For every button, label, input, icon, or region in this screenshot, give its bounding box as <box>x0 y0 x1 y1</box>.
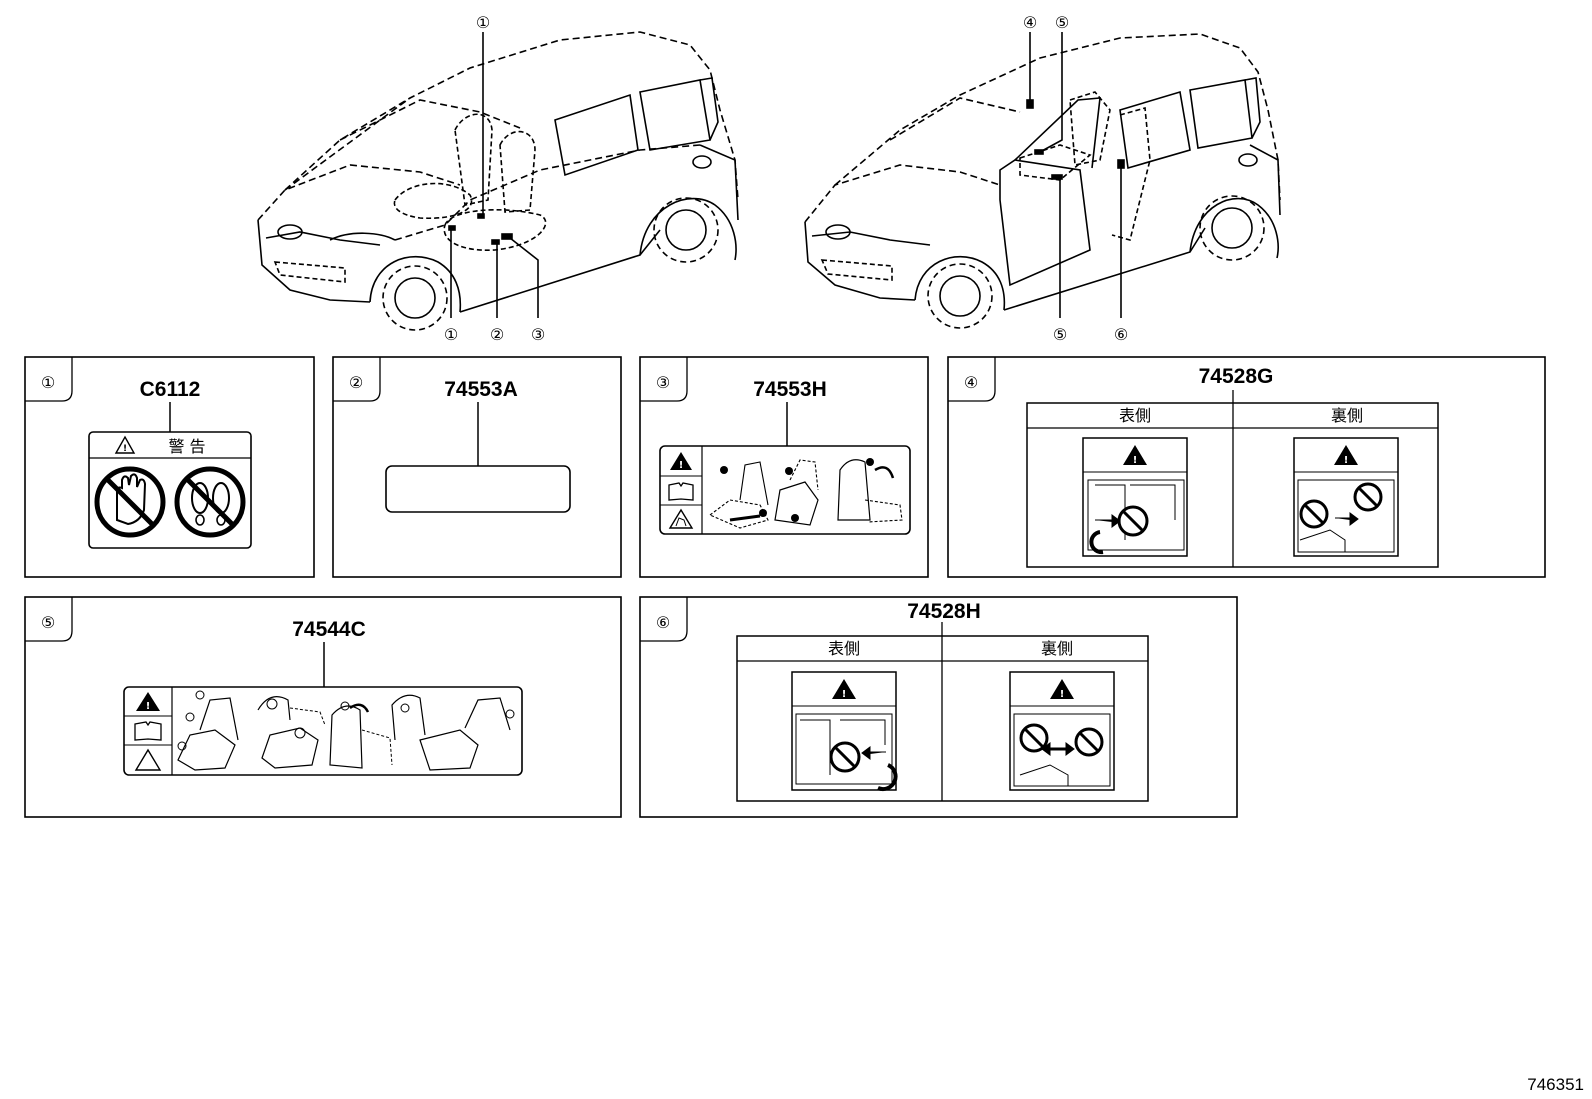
warning-triangle-icon <box>670 452 692 470</box>
panel-2-part-number: 74553A <box>444 378 518 401</box>
drawing-id: 746351 <box>1527 1075 1584 1094</box>
panel-6-number: ⑥ <box>656 613 670 632</box>
vehicle-view-right <box>804 32 1281 329</box>
panel-4-back-label: 裏側 <box>1331 406 1363 425</box>
svg-text:!: ! <box>842 689 847 700</box>
panel-3-number: ③ <box>656 373 670 392</box>
no-feet-icon <box>174 466 246 538</box>
svg-text:!: ! <box>123 444 127 454</box>
blank-label-74553a <box>385 465 571 513</box>
callout-4: ④ <box>1023 13 1037 32</box>
callout-5-bottom: ⑤ <box>1053 325 1067 344</box>
panel-6: ⑥ 74528H 表側 裏側 ! ! <box>639 596 1238 818</box>
airbag-warning-icon <box>668 508 694 529</box>
panel-4: ④ 74528G 表側 裏側 ! ! <box>947 356 1546 578</box>
svg-text:!: ! <box>679 460 684 471</box>
panel-2-number: ② <box>349 373 363 392</box>
door-label-back-74528h: ! <box>1009 671 1115 791</box>
callout-6: ⑥ <box>1114 325 1128 344</box>
warning-triangle-icon <box>136 692 160 711</box>
callout-1-top: ① <box>476 13 490 32</box>
panel-1-number: ① <box>41 373 55 392</box>
no-hand-icon <box>94 466 166 538</box>
panel-5-part-number: 74544C <box>292 618 366 641</box>
vehicle-callouts: ① ① ② ③ ④ ⑤ ⑤ ⑥ <box>444 13 1128 344</box>
seat-instruction-label-74544c: ! <box>123 686 523 776</box>
callout-3: ③ <box>531 325 545 344</box>
panel-4-front-label: 表側 <box>1119 406 1151 425</box>
manual-book-icon <box>134 721 162 741</box>
svg-text:!: ! <box>1344 455 1349 466</box>
callout-1-bottom: ① <box>444 325 458 344</box>
door-label-front-74528h: ! <box>791 671 898 792</box>
panel-2: ② 74553A <box>332 356 622 578</box>
panel-6-back-label: 裏側 <box>1041 639 1073 658</box>
callout-5-top: ⑤ <box>1055 13 1069 32</box>
panel-4-part-number: 74528G <box>1199 365 1274 388</box>
svg-text:!: ! <box>1060 689 1065 700</box>
warning-label-c6112: ! 警 告 <box>88 431 252 549</box>
panel-1: ① C6112 ! 警 告 <box>24 356 315 578</box>
vehicle-view-left <box>257 31 739 331</box>
seat-instruction-label-74553h: ! <box>659 445 911 535</box>
panel-5: ⑤ 74544C ! <box>24 596 622 818</box>
door-label-back-74528g: ! <box>1293 437 1399 557</box>
airbag-warning-icon <box>134 748 162 771</box>
panel-3-part-number: 74553H <box>753 378 827 401</box>
svg-text:!: ! <box>146 701 151 712</box>
panel-6-front-label: 表側 <box>828 639 860 658</box>
panel-4-number: ④ <box>964 373 978 392</box>
panel-1-part-number: C6112 <box>140 378 201 401</box>
door-label-front-74528g: ! <box>1082 437 1188 557</box>
panel-1-label-heading: 警 告 <box>168 437 205 456</box>
panel-6-part-number: 74528H <box>907 600 981 623</box>
callout-2: ② <box>490 325 504 344</box>
panel-3: ③ 74553H ! <box>639 356 929 578</box>
manual-book-icon <box>668 482 694 501</box>
warning-triangle-icon <box>114 435 136 454</box>
svg-text:!: ! <box>1133 455 1138 466</box>
panel-5-number: ⑤ <box>41 613 55 632</box>
